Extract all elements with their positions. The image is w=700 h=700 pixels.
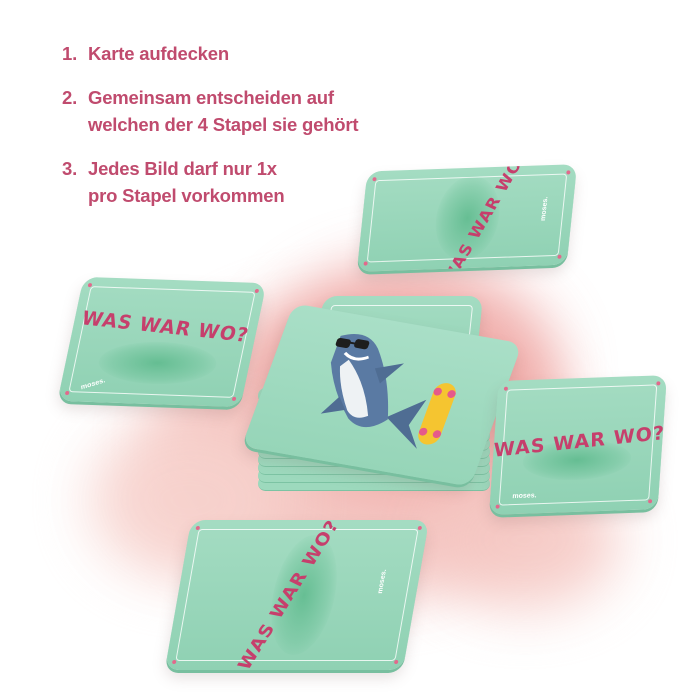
corner-dot [417, 526, 423, 530]
corner-dot [495, 504, 500, 509]
card-stack-left[interactable]: WAS WAR WO? moses. [57, 276, 267, 408]
card-stack-top[interactable]: WAS WAR WO? moses. [356, 164, 578, 272]
instruction-list: 1. Karte aufdecken 2. Gemeinsam entschei… [62, 40, 359, 226]
step-text: Jedes Bild darf nur 1x pro Stapel vorkom… [88, 158, 285, 206]
step-text: Gemeinsam entscheiden auf welchen der 4 … [88, 87, 359, 135]
instruction-step-2: 2. Gemeinsam entscheiden auf welchen der… [62, 84, 359, 138]
corner-dot [363, 261, 368, 266]
corner-dot [393, 660, 399, 664]
corner-dot [566, 170, 571, 175]
step-number: 2. [62, 87, 78, 108]
corner-dot [254, 288, 260, 294]
instruction-step-3: 3. Jedes Bild darf nur 1x pro Stapel vor… [62, 155, 358, 209]
step-text: Karte aufdecken [88, 43, 229, 64]
corner-dot [557, 254, 562, 259]
corner-dot [64, 390, 70, 396]
card-stack-bottom[interactable]: WAS WAR WO? moses. [164, 520, 430, 670]
instruction-step-1: 1. Karte aufdecken [62, 40, 358, 67]
card-stack-right[interactable]: WAS WAR WO? moses. [489, 375, 667, 515]
step-number: 1. [62, 43, 78, 64]
corner-dot [647, 499, 653, 504]
corner-dot [656, 381, 661, 386]
moses-logo: moses. [512, 492, 537, 501]
corner-dot [171, 660, 177, 664]
step-number: 3. [62, 158, 78, 179]
card-face-up-shark[interactable] [241, 303, 523, 487]
shark-illustration [320, 333, 456, 449]
corner-dot [231, 396, 237, 401]
